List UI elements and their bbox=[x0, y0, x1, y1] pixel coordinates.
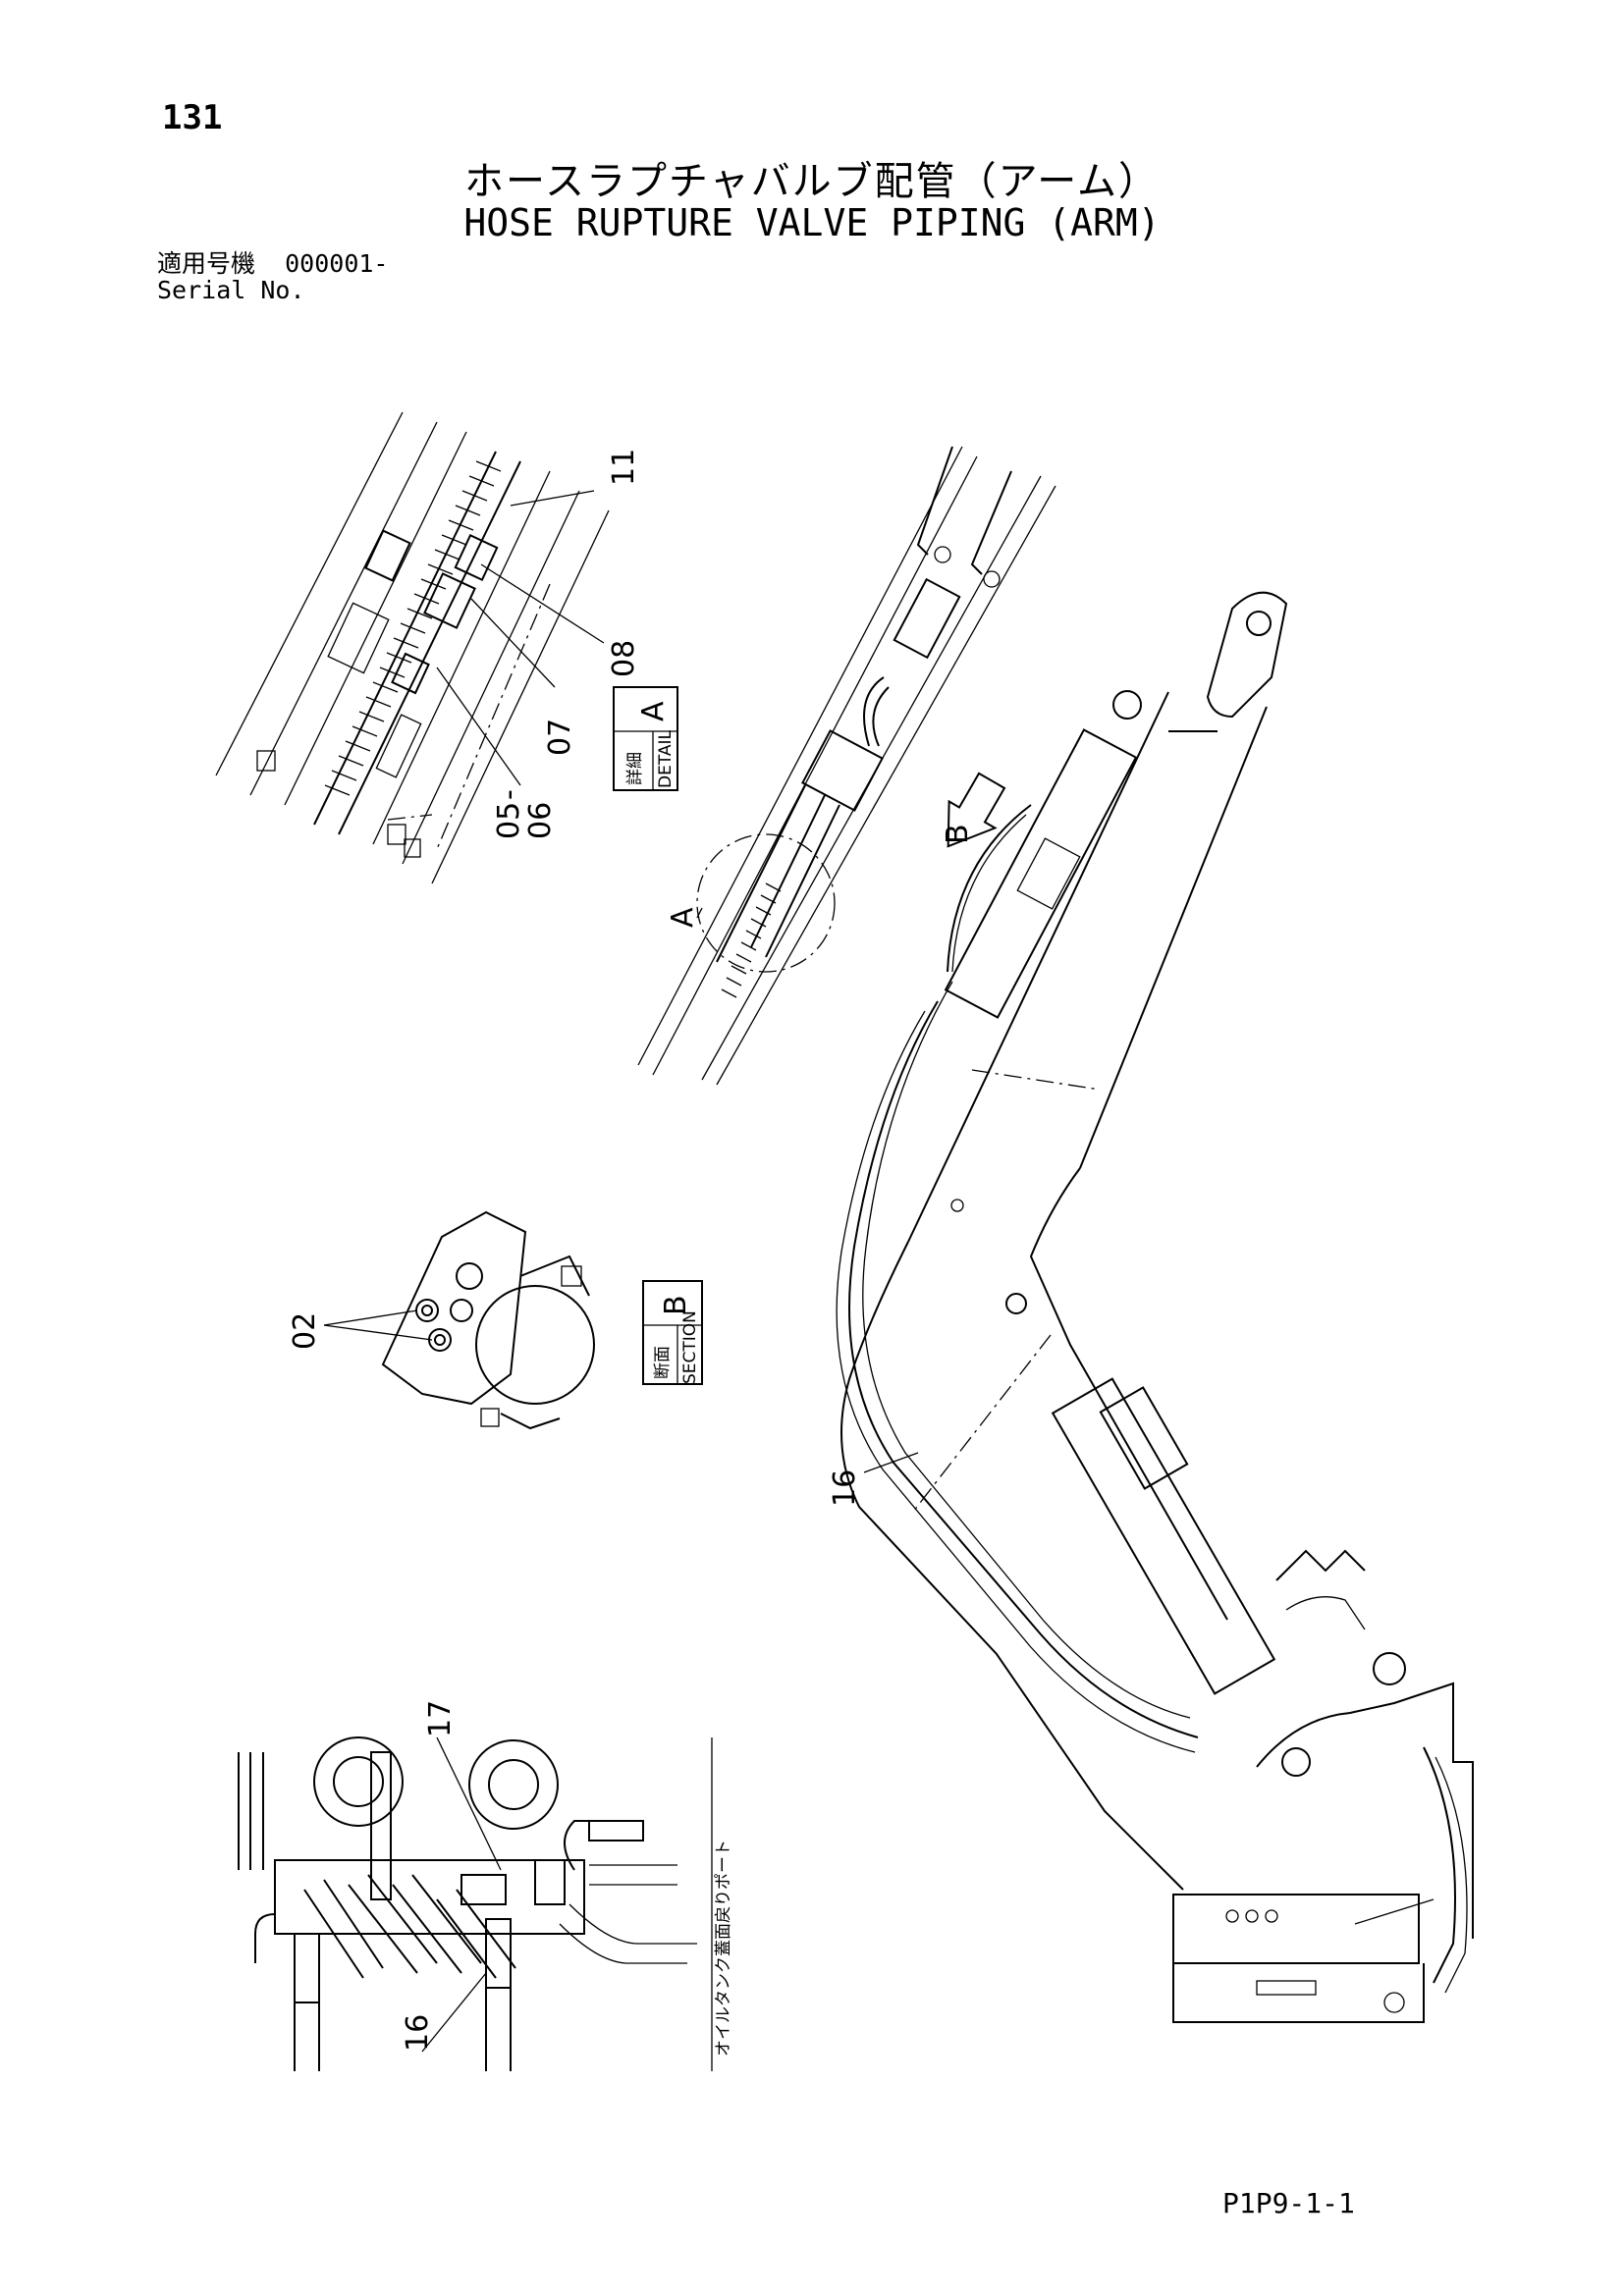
oil-tank-return-port-note: オイルタンク蓋面戻りポート bbox=[714, 1840, 733, 2056]
page-title-english: HOSE RUPTURE VALVE PIPING (ARM) bbox=[463, 201, 1161, 244]
part-label-07: 07 bbox=[543, 719, 577, 756]
circle-a-label: A bbox=[666, 907, 700, 928]
section-b-jp-label: 断面 bbox=[653, 1346, 673, 1379]
return-port-detail-drawing bbox=[238, 1736, 713, 2071]
part-label-16-boom: 16 bbox=[828, 1469, 862, 1507]
detail-a-en-label: DETAIL bbox=[656, 729, 676, 788]
section-b-letter: B bbox=[659, 1295, 693, 1315]
page-title-japanese: ホースラプチャバルブ配管（アーム） bbox=[464, 159, 1160, 204]
part-label-17: 17 bbox=[423, 1700, 458, 1737]
serial-label-japanese: 適用号機 bbox=[157, 249, 256, 278]
section-b-title-box: B 断面 SECTION bbox=[642, 1280, 703, 1385]
svg-text:-: - bbox=[492, 789, 526, 800]
section-b-drawing bbox=[323, 1210, 595, 1430]
detail-a-drawing bbox=[215, 411, 610, 884]
upper-arm-drawing bbox=[637, 446, 1056, 1086]
detail-a-letter: A bbox=[636, 701, 671, 721]
section-b-arrow-label: B bbox=[941, 824, 975, 844]
section-b-arrow: B bbox=[941, 772, 1006, 848]
section-b-en-label: SECTION bbox=[680, 1310, 700, 1384]
part-label-06: 06 bbox=[523, 802, 558, 839]
part-label-11: 11 bbox=[607, 449, 641, 486]
drawing-code: P1P9-1-1 bbox=[1222, 2187, 1355, 2219]
serial-label-english: Serial No. bbox=[157, 276, 305, 304]
part-label-05: 05 bbox=[492, 802, 526, 839]
detail-a-title-box: A 詳細 DETAIL bbox=[613, 686, 678, 791]
part-label-16-detail: 16 bbox=[401, 2014, 435, 2052]
part-label-08: 08 bbox=[607, 640, 641, 677]
serial-value: 000001- bbox=[285, 249, 389, 278]
part-label-02: 02 bbox=[288, 1312, 322, 1350]
page-number: 131 bbox=[162, 98, 223, 137]
detail-a-jp-label: 詳細 bbox=[625, 752, 645, 785]
boom-arm-drawing bbox=[836, 591, 1474, 2023]
serial-block: 適用号機 000001- Serial No. bbox=[157, 250, 388, 303]
